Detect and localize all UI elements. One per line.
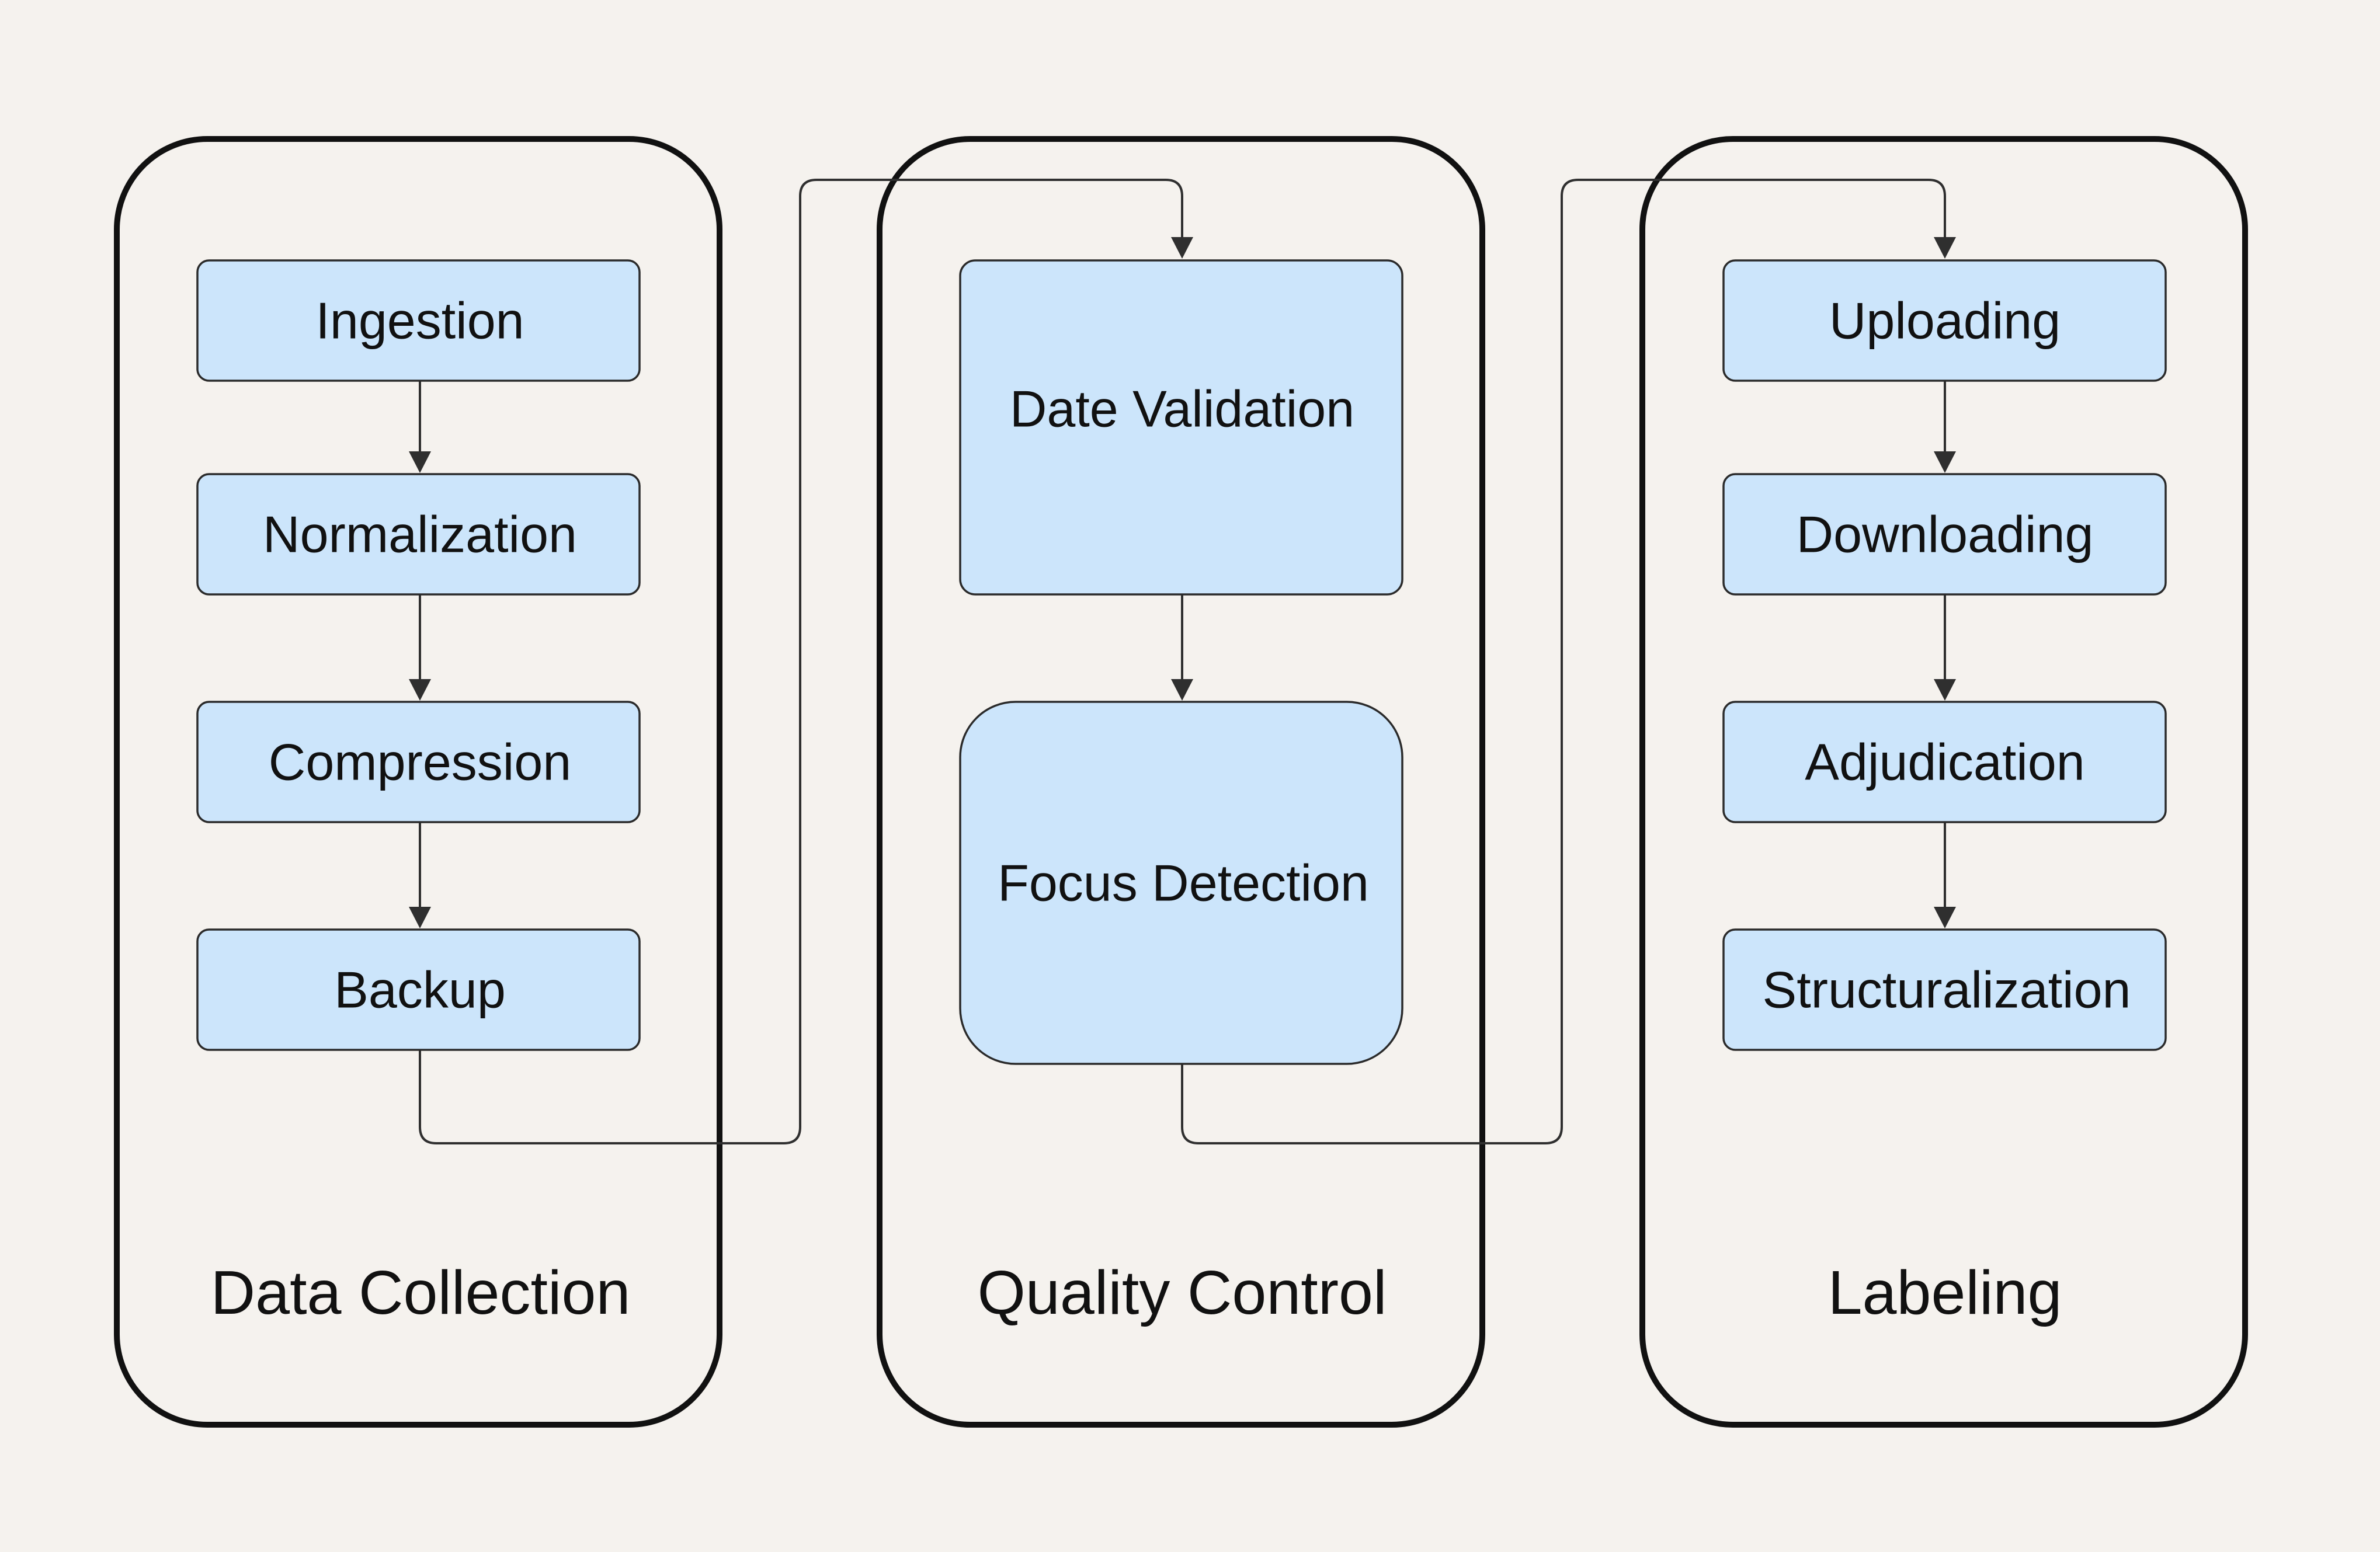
lane-frame — [114, 136, 722, 1428]
node-box — [1722, 259, 2167, 382]
node-box — [196, 473, 641, 596]
arrowhead — [1934, 907, 1956, 928]
node-label: Ingestion — [315, 292, 524, 350]
node-box — [959, 259, 1403, 596]
node-box — [1722, 928, 2167, 1051]
node-focus-detection: Focus Detection — [959, 701, 1403, 1065]
node-box — [196, 259, 641, 382]
arrowhead — [1171, 237, 1193, 259]
arrowhead — [409, 679, 431, 701]
node-label: Downloading — [1797, 506, 2094, 563]
arrowhead — [409, 907, 431, 928]
node-label: Compression — [269, 733, 571, 791]
arrowhead — [1171, 679, 1193, 701]
node-structuralization: Structuralization — [1722, 928, 2167, 1051]
lane-label: Data Collection — [211, 1258, 631, 1327]
node-adjudication: Adjudication — [1722, 701, 2167, 823]
edges — [409, 179, 1956, 1144]
node-box — [1722, 701, 2167, 823]
node-label: Date Validation — [1010, 380, 1354, 438]
node-compression: Compression — [196, 701, 641, 823]
node-label: Focus Detection — [998, 854, 1369, 912]
node-ingestion: Ingestion — [196, 259, 641, 382]
node-uploading: Uploading — [1722, 259, 2167, 382]
node-downloading: Downloading — [1722, 473, 2167, 596]
lane-data-collection: Data Collection — [114, 136, 722, 1428]
node-box — [196, 928, 641, 1051]
node-label: Structuralization — [1763, 961, 2131, 1019]
node-backup: Backup — [196, 928, 641, 1051]
edge-backup-date-validation — [419, 179, 1183, 1144]
arrowhead — [1934, 679, 1956, 701]
node-box — [1722, 473, 2167, 596]
node-date-validation: Date Validation — [959, 259, 1403, 596]
node-normalization: Normalization — [196, 473, 641, 596]
lane-frame — [1639, 136, 2248, 1428]
node-label: Adjudication — [1805, 733, 2084, 791]
lane-frame — [877, 136, 1485, 1428]
arrowhead — [409, 451, 431, 473]
lane-label: Labeling — [1828, 1258, 2062, 1327]
arrowhead — [1934, 237, 1956, 259]
node-label: Backup — [334, 961, 506, 1019]
arrowhead — [1934, 451, 1956, 473]
node-box — [959, 701, 1403, 1065]
lane-labeling: Labeling — [1639, 136, 2248, 1428]
node-label: Uploading — [1829, 292, 2061, 350]
edge-focus-detection-uploading — [1181, 179, 1946, 1144]
lane-label: Quality Control — [977, 1258, 1387, 1327]
node-label: Normalization — [263, 506, 577, 563]
lane-quality-control: Quality Control — [877, 136, 1485, 1428]
node-box — [196, 701, 641, 823]
